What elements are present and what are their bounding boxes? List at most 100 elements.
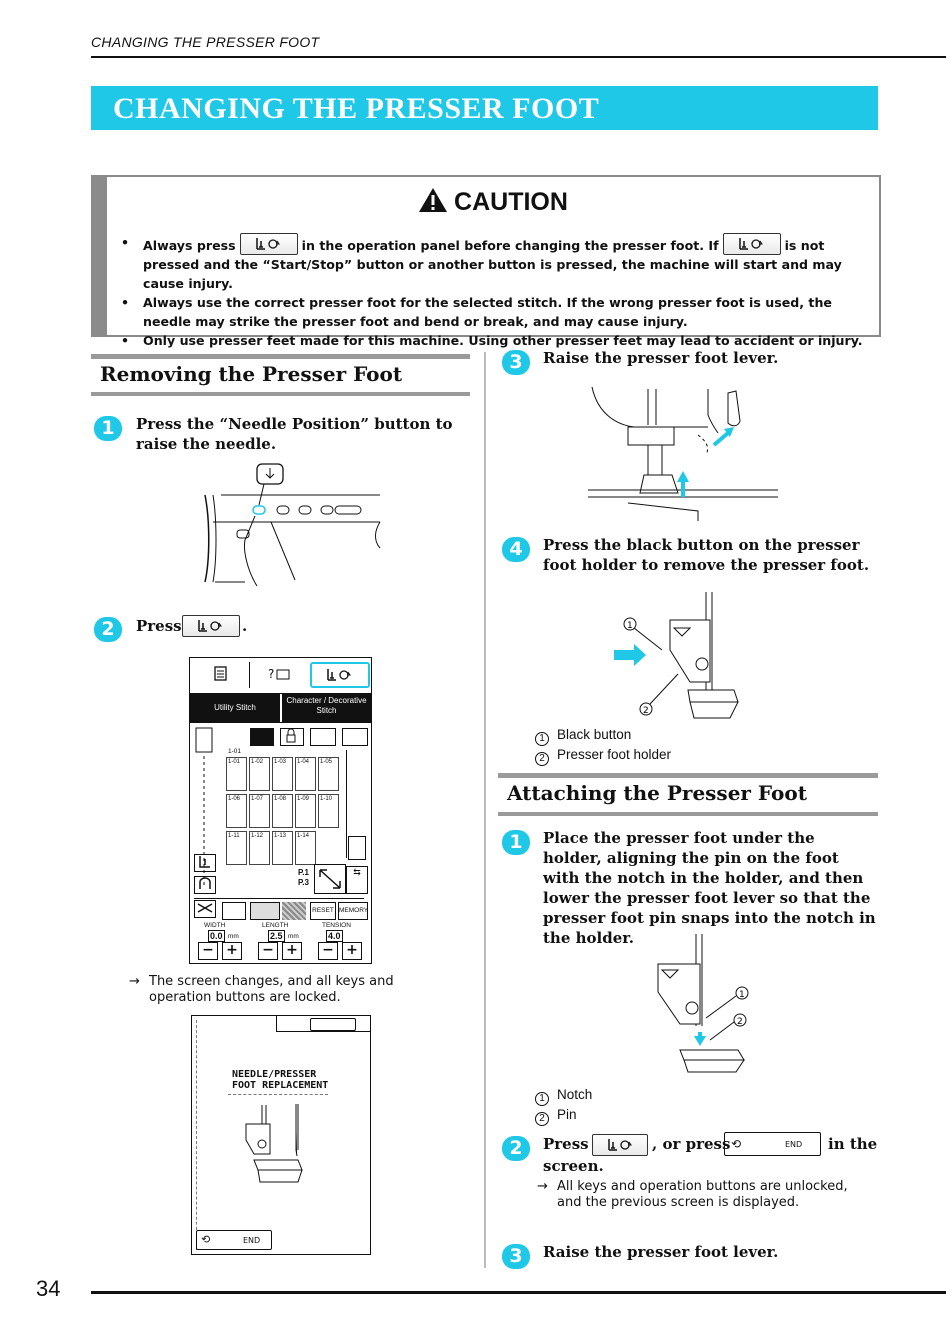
page-title: CHANGING THE PRESSER FOOT [113, 92, 600, 125]
group-label: 1-01 [228, 748, 242, 755]
legend-item: 1 Notch [535, 1086, 592, 1106]
width-value: 0.0 [208, 930, 225, 942]
svg-text:2: 2 [737, 1017, 743, 1027]
legend-label: Black button [557, 727, 632, 742]
stitch-cell[interactable]: 1-04 [295, 757, 316, 791]
step-text: , or press [652, 1135, 731, 1153]
stitch-cell[interactable]: 1-14 [295, 831, 316, 865]
stitch-cell[interactable]: 1-02 [249, 757, 270, 791]
lock-button[interactable] [280, 728, 304, 746]
length-plus-button[interactable]: + [282, 942, 302, 960]
tension-label: TENSION [322, 922, 351, 929]
stitch-cell[interactable]: 1-08 [272, 794, 293, 828]
stitch-cell[interactable]: 1-13 [272, 831, 293, 865]
stitch-cell[interactable]: 1-05 [318, 757, 339, 791]
stitch-cell[interactable]: 1-11 [226, 831, 247, 865]
step-text: . [242, 617, 248, 635]
image-button[interactable] [342, 728, 368, 746]
legend-number: 1 [535, 1092, 549, 1106]
caution-text: in the operation panel before changing t… [301, 238, 719, 253]
twin-needle-button[interactable] [250, 902, 280, 920]
divider [194, 898, 364, 899]
memory-save-button[interactable]: MEMORY [338, 902, 368, 920]
step-number: 4 [502, 537, 530, 562]
mode-button[interactable] [250, 728, 274, 746]
help-button[interactable]: ? [252, 662, 308, 688]
refresh-icon: ⟲ [201, 1233, 211, 1246]
tension-plus-button[interactable]: + [342, 942, 362, 960]
presser-foot-unlock-button[interactable] [310, 1018, 356, 1031]
thread-button[interactable] [194, 876, 216, 894]
mirror-button[interactable]: ⇆ [346, 866, 368, 894]
arrow-icon: → [537, 1179, 548, 1194]
lock-icon [286, 728, 296, 743]
panel-top-row: ? [190, 658, 371, 694]
legend-number: 2 [535, 752, 549, 766]
stitch-cell[interactable]: 1-12 [249, 831, 270, 865]
step-text: Raise the presser foot lever. [543, 349, 779, 367]
step-number: 2 [94, 617, 122, 642]
length-label: LENGTH [262, 922, 289, 929]
needle-position-figure [204, 463, 381, 587]
svg-text:2: 2 [643, 706, 649, 716]
stitch-cell[interactable]: 1-03 [272, 757, 293, 791]
tab-character-stitch[interactable]: Character / Decorative Stitch [282, 694, 371, 722]
warning-icon [419, 188, 448, 212]
scissors-button[interactable] [194, 900, 216, 918]
tension-minus-button[interactable]: − [318, 942, 338, 960]
section-band [498, 812, 878, 816]
help-icon: ? [268, 667, 290, 681]
caution-text: is not pressed and the “Start/Stop” butt… [143, 238, 842, 291]
step-number: 2 [502, 1136, 530, 1161]
step-number: 3 [502, 1244, 530, 1269]
stitch-cell[interactable]: 1-07 [249, 794, 270, 828]
width-minus-button[interactable]: − [198, 942, 218, 960]
step-text: in the [828, 1135, 878, 1153]
page-scroll-button[interactable] [314, 864, 346, 894]
caution-item: Only use presser feet made for this mach… [115, 331, 875, 350]
step-number: 1 [94, 416, 122, 441]
presser-foot-button-icon [722, 233, 781, 255]
svg-text:?: ? [268, 667, 274, 681]
end-button[interactable]: END⟲ [196, 1230, 272, 1250]
stitch-cell[interactable]: 1-01 [226, 757, 247, 791]
legend-label: Pin [557, 1107, 577, 1122]
reset-button[interactable]: RESET [310, 902, 336, 920]
document-button[interactable] [194, 662, 250, 688]
length-unit: mm [288, 933, 299, 940]
tab-utility-stitch[interactable]: Utility Stitch [190, 694, 280, 722]
tension-value: 4.0 [326, 930, 343, 942]
section-band [91, 392, 470, 396]
scissors-icon [197, 903, 213, 913]
width-plus-button[interactable]: + [222, 942, 242, 960]
step-text: screen. [543, 1157, 604, 1175]
stitch-cell[interactable]: 1-10 [318, 794, 339, 828]
section-band [498, 773, 878, 778]
title-bar: CHANGING THE PRESSER FOOT [91, 86, 878, 130]
step-text: Press [136, 617, 182, 635]
caution-title: CAUTION [454, 188, 568, 216]
stitch-cell[interactable]: 1-06 [226, 794, 247, 828]
svg-text:1: 1 [739, 990, 745, 1000]
dashed-rule [228, 1094, 328, 1095]
stitch-option-button[interactable] [222, 902, 246, 920]
length-minus-button[interactable]: − [258, 942, 278, 960]
operation-panel: ? Utility Stitch Character / Decorative … [189, 657, 372, 964]
hatched-area [282, 902, 306, 920]
screen-top-tab [276, 1016, 370, 1032]
stitch-cell[interactable]: 1-09 [295, 794, 316, 828]
note-locked: →The screen changes, and all keys and op… [129, 974, 449, 1006]
page-total: P.3 [298, 878, 309, 887]
loop-icon [199, 877, 211, 889]
raise-lever-figure [588, 386, 778, 521]
step-text: Raise the presser foot lever. [543, 1243, 779, 1261]
section-heading-attaching: Attaching the Presser Foot [507, 781, 807, 805]
diagonal-arrows-icon [319, 869, 341, 889]
memory-button[interactable] [310, 728, 336, 746]
needle-mode-button[interactable] [194, 854, 216, 872]
legend-label: Notch [557, 1087, 593, 1102]
presser-foot-change-button[interactable] [310, 662, 370, 688]
side-button[interactable] [348, 836, 366, 860]
presser-foot-button-icon [239, 233, 298, 255]
